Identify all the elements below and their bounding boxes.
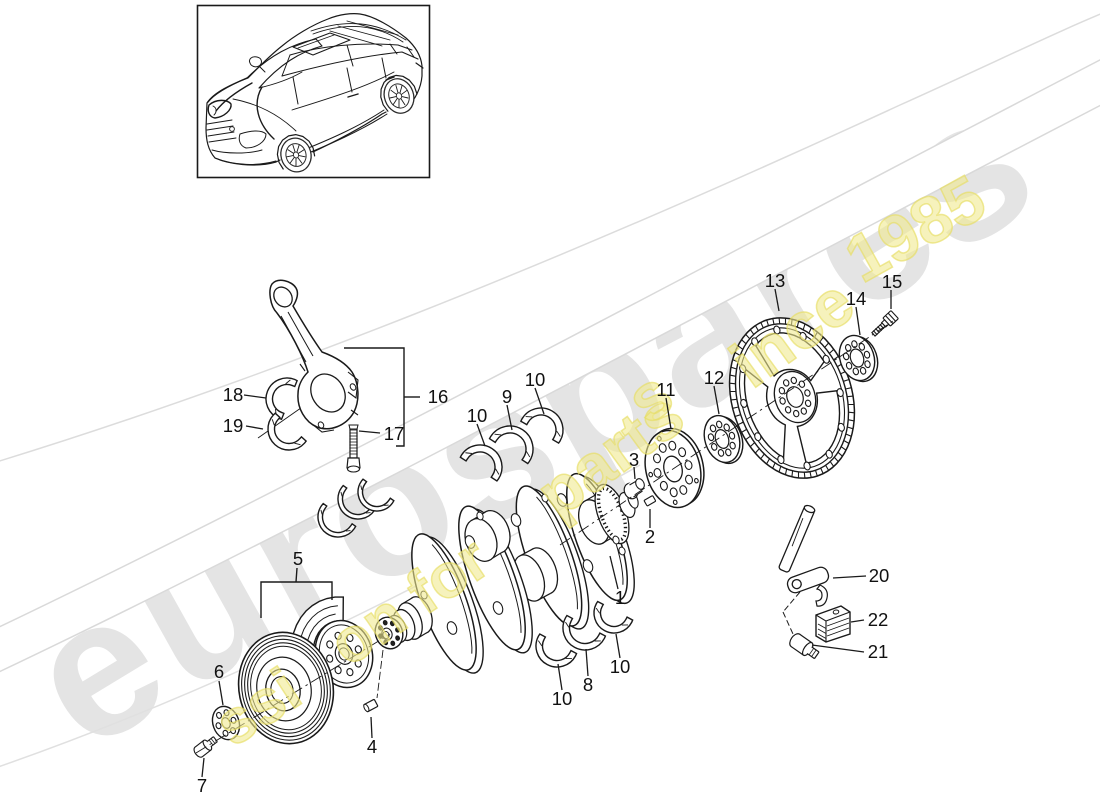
svg-text:4: 4	[367, 736, 377, 757]
svg-text:15: 15	[882, 271, 903, 292]
svg-text:9: 9	[502, 386, 512, 407]
svg-text:7: 7	[197, 775, 207, 796]
svg-text:21: 21	[868, 641, 889, 662]
svg-text:3: 3	[629, 449, 639, 470]
svg-text:10: 10	[525, 369, 546, 390]
svg-text:2: 2	[645, 526, 655, 547]
svg-text:19: 19	[223, 415, 244, 436]
svg-text:20: 20	[869, 565, 890, 586]
svg-text:13: 13	[765, 270, 786, 291]
svg-text:5: 5	[293, 548, 303, 569]
svg-text:6: 6	[214, 661, 224, 682]
svg-text:10: 10	[610, 656, 631, 677]
svg-text:14: 14	[846, 288, 867, 309]
svg-text:11: 11	[656, 379, 675, 400]
svg-text:10: 10	[552, 688, 573, 709]
svg-text:17: 17	[384, 423, 405, 444]
svg-text:16: 16	[428, 386, 449, 407]
svg-text:18: 18	[223, 384, 244, 405]
svg-text:22: 22	[868, 609, 889, 630]
svg-text:10: 10	[467, 405, 488, 426]
svg-text:1: 1	[615, 587, 625, 608]
svg-text:8: 8	[583, 674, 593, 695]
svg-text:12: 12	[704, 367, 725, 388]
